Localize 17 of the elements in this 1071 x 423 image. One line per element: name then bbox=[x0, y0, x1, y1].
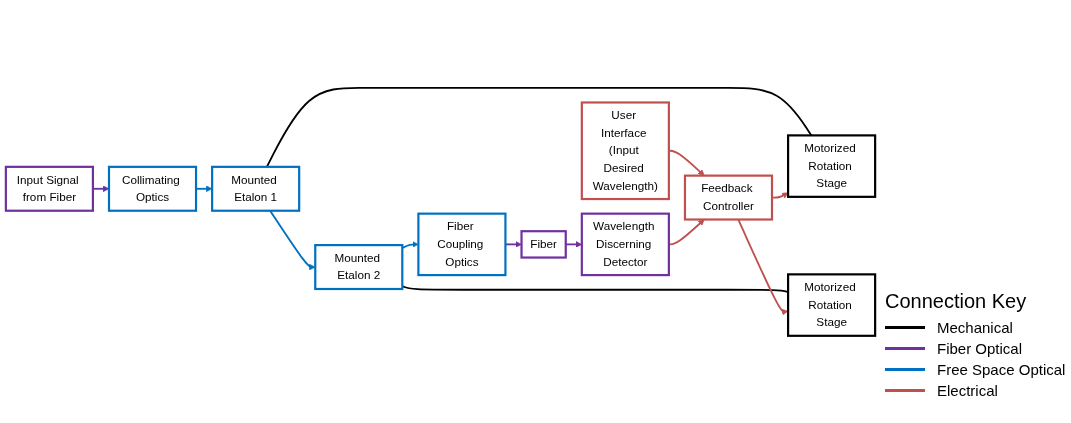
legend-text: Fiber Optical bbox=[937, 340, 1023, 357]
node-box: Fiber Coupling Optics bbox=[417, 212, 507, 276]
node-box: Input Signal from Fiber bbox=[4, 165, 94, 212]
node-box: Motorized Rotation Stage bbox=[787, 272, 877, 337]
node-box: Motorized Rotation Stage bbox=[787, 133, 877, 198]
node-box: Mounted Etalon 1 bbox=[211, 165, 301, 212]
node-box: Collimating Optics bbox=[107, 165, 198, 212]
legend-text: Free Space Optical bbox=[937, 361, 1066, 378]
legend-title: Connection Key bbox=[885, 290, 1028, 313]
node-box: Feedback Controller bbox=[683, 174, 774, 221]
node-box: Fiber bbox=[520, 229, 567, 259]
node-box: Wavelength Discerning Detector bbox=[580, 212, 670, 276]
arrow bbox=[92, 185, 110, 192]
node-box: Mounted Etalon 2 bbox=[314, 243, 404, 290]
legend-text: Mechanical bbox=[937, 319, 1013, 336]
node-box: User Interface (Input Desired Wavelength) bbox=[580, 101, 670, 200]
legend-text: Electrical bbox=[937, 382, 998, 399]
